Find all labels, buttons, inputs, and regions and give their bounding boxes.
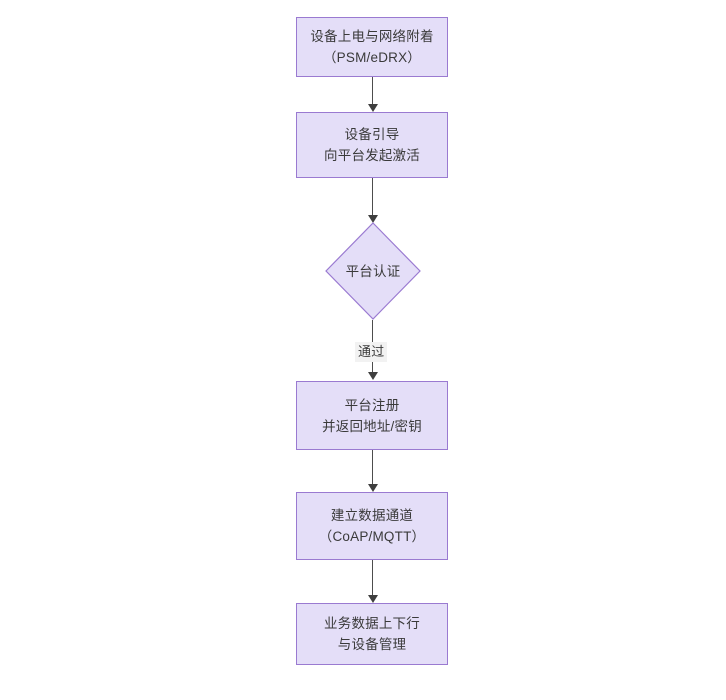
arrowhead-icon xyxy=(368,595,378,603)
arrowhead-icon xyxy=(368,104,378,112)
node-platform-auth[interactable]: 平台认证 xyxy=(325,222,421,320)
node-bootstrap-line-1: 设备引导 xyxy=(344,127,400,142)
node-service-data[interactable]: 业务数据上下行 与设备管理 xyxy=(296,603,448,665)
edge-line xyxy=(372,560,373,596)
node-bootstrap-line-2: 向平台发起激活 xyxy=(324,148,420,163)
node-data-channel-line-2: （CoAP/MQTT） xyxy=(318,529,426,544)
arrowhead-icon xyxy=(368,372,378,380)
node-power-on[interactable]: 设备上电与网络附着 （PSM/eDRX） xyxy=(296,17,448,77)
node-platform-register-line-1: 平台注册 xyxy=(344,397,400,413)
node-service-data-line-1: 业务数据上下行 xyxy=(324,616,420,631)
arrowhead-icon xyxy=(368,484,378,492)
node-platform-auth-label: 平台认证 xyxy=(345,263,401,279)
node-platform-register[interactable]: 平台注册 并返回地址/密钥 xyxy=(296,381,448,450)
node-data-channel[interactable]: 建立数据通道 （CoAP/MQTT） xyxy=(296,492,448,560)
edge-label-pass: 通过 xyxy=(355,342,388,362)
arrowhead-icon xyxy=(368,215,378,223)
edge-bootstrap-to-platform-auth xyxy=(368,178,382,224)
node-power-on-line-2: （PSM/eDRX） xyxy=(322,50,422,65)
node-service-data-line-2: 与设备管理 xyxy=(337,637,407,652)
edge-line xyxy=(372,77,373,105)
edge-data-channel-to-service-data xyxy=(368,560,382,604)
edge-line xyxy=(372,178,373,216)
edge-platform-register-to-data-channel xyxy=(368,450,382,493)
edge-line xyxy=(372,450,373,485)
diamond-shape-icon xyxy=(325,222,421,320)
node-platform-register-line-2: 并返回地址/密钥 xyxy=(322,418,422,434)
node-bootstrap[interactable]: 设备引导 向平台发起激活 xyxy=(296,112,448,178)
node-data-channel-line-1: 建立数据通道 xyxy=(330,508,414,523)
edge-power-on-to-bootstrap xyxy=(368,77,382,112)
node-power-on-line-1: 设备上电与网络附着 xyxy=(310,29,434,44)
